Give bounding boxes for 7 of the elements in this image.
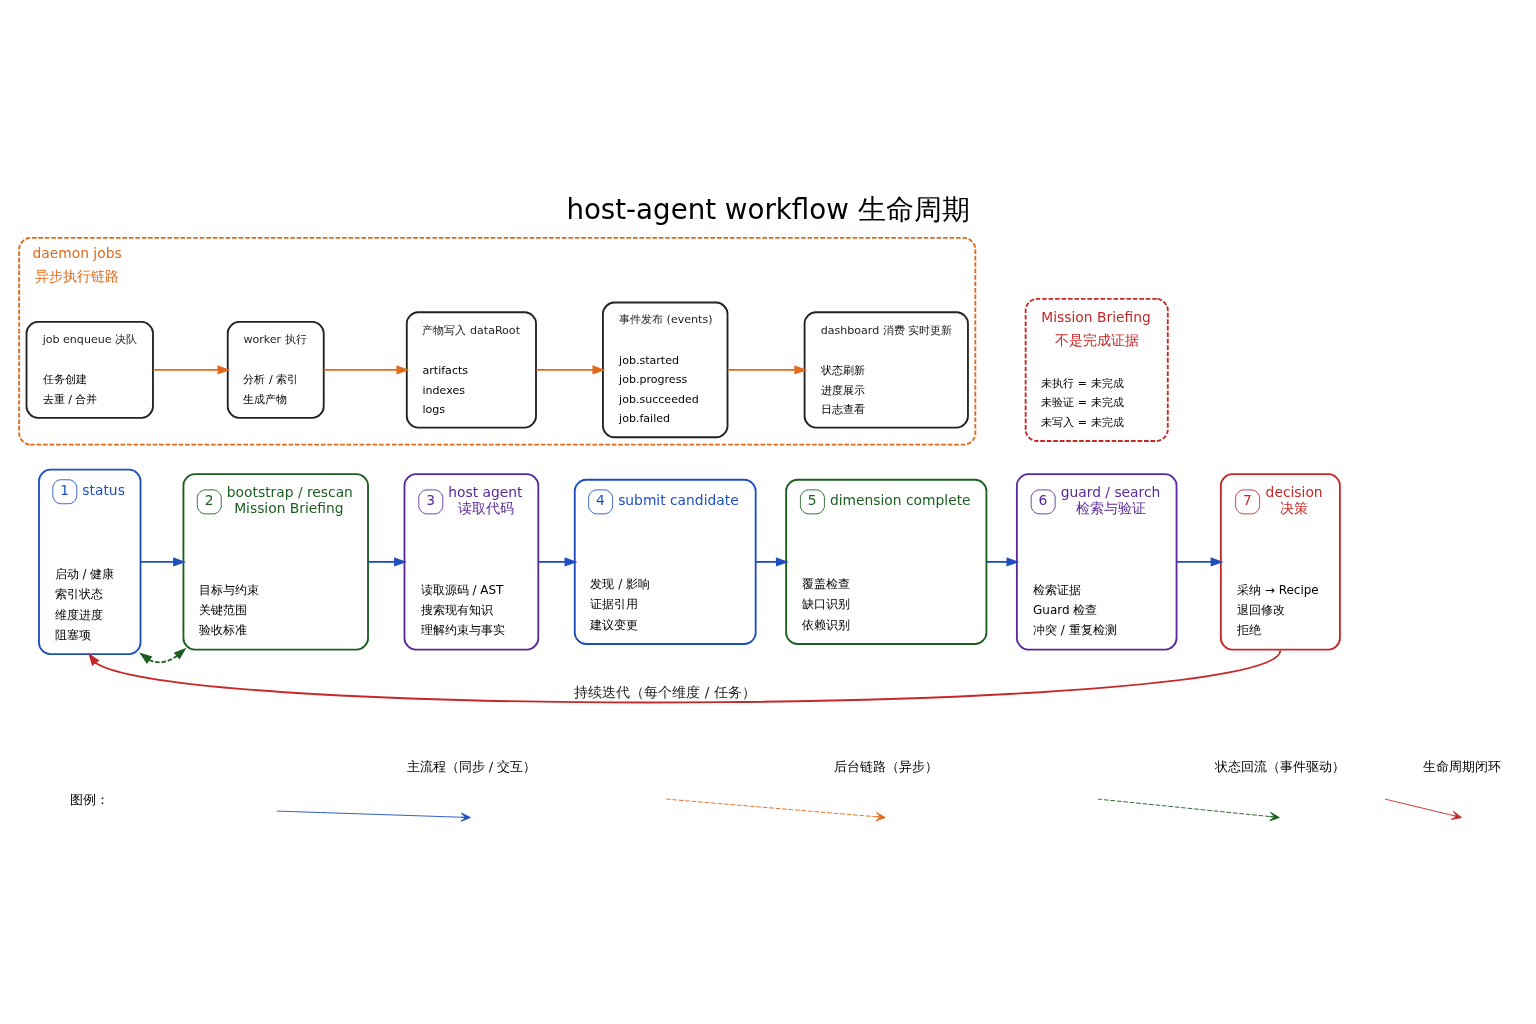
legend-label: 主流程（同步 / 交互） [406, 758, 537, 774]
label: 图例： [70, 791, 110, 807]
legend-label: 状态回流（事件驱动） [1215, 758, 1346, 774]
edge-label: 持续迭代（每个维度 / 任务） [574, 683, 756, 700]
legend-label: 后台链路（异步） [834, 758, 939, 774]
diagram-title: host-agent workflow 生命周期 [566, 192, 970, 226]
legend-label: 生命周期闭环 [1423, 758, 1502, 774]
